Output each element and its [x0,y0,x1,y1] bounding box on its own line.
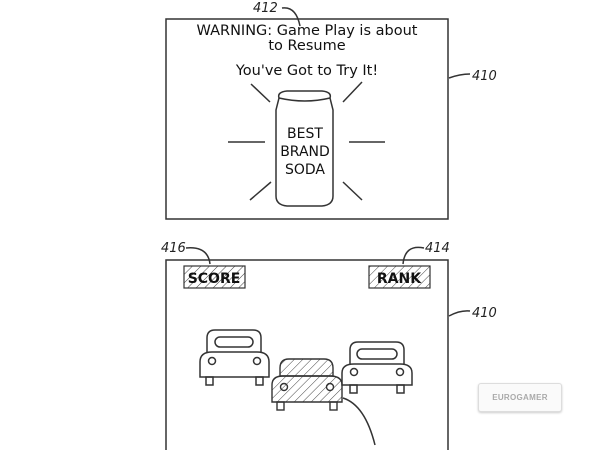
ref-412: 412 [253,1,278,16]
leader-410-top [448,73,471,79]
leader-414 [402,246,425,265]
leader-410-bottom [448,310,471,317]
rank-label: RANK [377,271,422,287]
player-car-leader [342,397,376,446]
ref-410-top: 410 [472,69,497,84]
ad-screen-frame [165,18,449,220]
glow-rays [228,81,385,201]
ref-410-bottom: 410 [472,306,497,321]
eurogamer-watermark: EUROGAMER [478,383,562,412]
score-label: SCORE [188,271,241,287]
rank-box [368,265,431,289]
ad-tagline: You've Got to Try It! [235,63,378,79]
leader-416 [185,247,211,265]
game-screen-frame [165,259,449,450]
ref-414: 414 [425,241,450,256]
car-icon-left [199,329,270,386]
leader-412 [281,7,301,27]
car-icon-right [341,341,413,394]
soda-can-icon [275,90,334,207]
score-box [183,265,246,289]
can-text-brand: BRAND [280,144,330,160]
can-text-soda: SODA [285,162,325,178]
ref-416: 416 [161,241,186,256]
can-text-best: BEST [287,126,323,142]
warning-line-1: WARNING: Game Play is about [197,23,418,39]
warning-line-2: to Resume [268,38,345,54]
player-car-icon [271,358,343,411]
